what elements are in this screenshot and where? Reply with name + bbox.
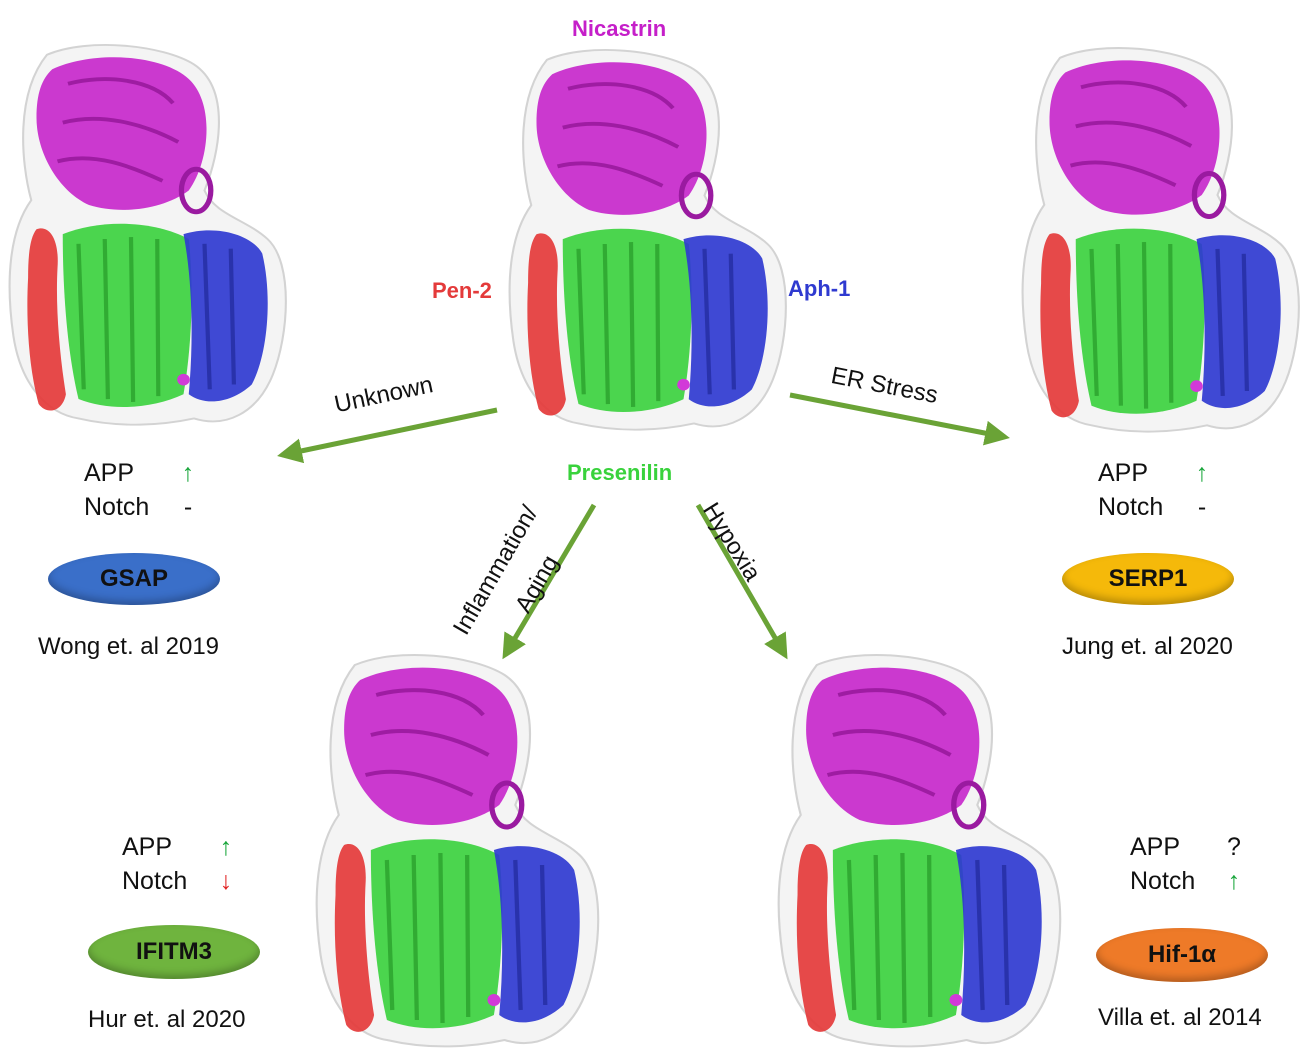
notch-effect-none: -: [1197, 493, 1207, 521]
protein-structure-hif1a: [779, 655, 1061, 1046]
notch-effect-none: -: [183, 493, 193, 521]
ifitm3-effects: APP ↑ Notch ↓: [122, 830, 238, 898]
hif1a-citation: Villa et. al 2014: [1098, 1004, 1262, 1031]
hif1a-effects: APP? Notch ↑: [1130, 830, 1246, 898]
arrow-unknown: [277, 407, 498, 464]
notch-label: Notch: [1130, 867, 1196, 895]
nicastrin-label: Nicastrin: [572, 16, 667, 41]
arrow-inflammation: [502, 503, 597, 660]
protein-structure-gsap: [10, 45, 286, 425]
ifitm3-badge: IFITM3: [88, 925, 260, 979]
notch-effect-up: ↑: [1227, 867, 1241, 895]
hif1a-badge: Hif-1α: [1096, 928, 1268, 982]
protein-structure-serp1: [1023, 48, 1299, 432]
notch-label: Notch: [84, 493, 150, 521]
notch-effect-down: ↓: [219, 867, 233, 895]
notch-label: Notch: [1098, 493, 1164, 521]
pen2-label: Pen-2: [432, 278, 492, 303]
app-effect-up: ↑: [219, 833, 233, 861]
notch-label: Notch: [122, 867, 188, 895]
arrow-hypoxia: [695, 503, 788, 660]
app-label: APP: [122, 833, 173, 861]
presenilin-label: Presenilin: [567, 460, 673, 485]
app-label: APP: [84, 459, 135, 487]
ifitm3-citation: Hur et. al 2020: [88, 1006, 246, 1033]
serp1-badge: SERP1: [1062, 553, 1234, 605]
gsap-citation: Wong et. al 2019: [38, 633, 220, 660]
app-label: APP: [1098, 459, 1149, 487]
serp1-citation: Jung et. al 2020: [1062, 633, 1233, 660]
serp1-effects: APP ↑ Notch -: [1098, 456, 1214, 524]
gsap-badge: GSAP: [48, 553, 220, 605]
app-label: APP: [1130, 833, 1181, 861]
protein-structure-center: [510, 50, 786, 430]
arrow-er-stress: [789, 392, 1010, 446]
aph1-label: Aph-1: [788, 276, 851, 301]
app-effect-up: ↑: [181, 459, 195, 487]
gsap-effects: APP ↑ Notch -: [84, 456, 200, 524]
protein-structure-ifitm3: [317, 655, 599, 1046]
app-effect-unknown: ?: [1227, 833, 1241, 861]
app-effect-up: ↑: [1195, 459, 1209, 487]
